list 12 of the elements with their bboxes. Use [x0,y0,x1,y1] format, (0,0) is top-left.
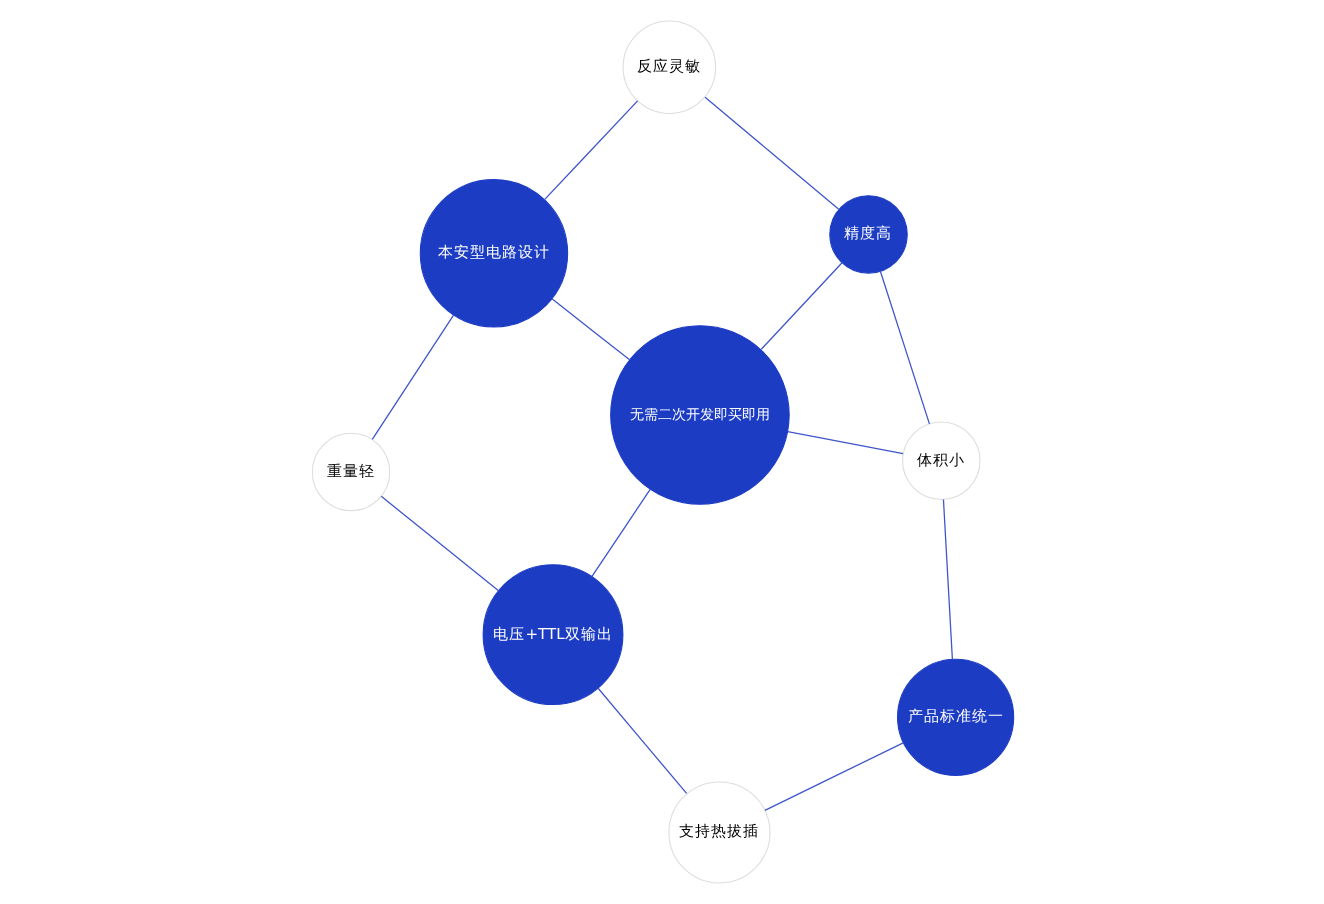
connector [590,488,650,577]
connector [379,495,499,592]
connector [370,314,454,441]
connector [763,742,903,811]
connector [759,262,842,351]
connector [878,270,930,425]
connector [941,498,953,660]
connector [596,687,687,795]
connector [703,96,839,210]
connector [786,430,903,455]
connector [550,298,630,361]
connector [543,100,638,201]
